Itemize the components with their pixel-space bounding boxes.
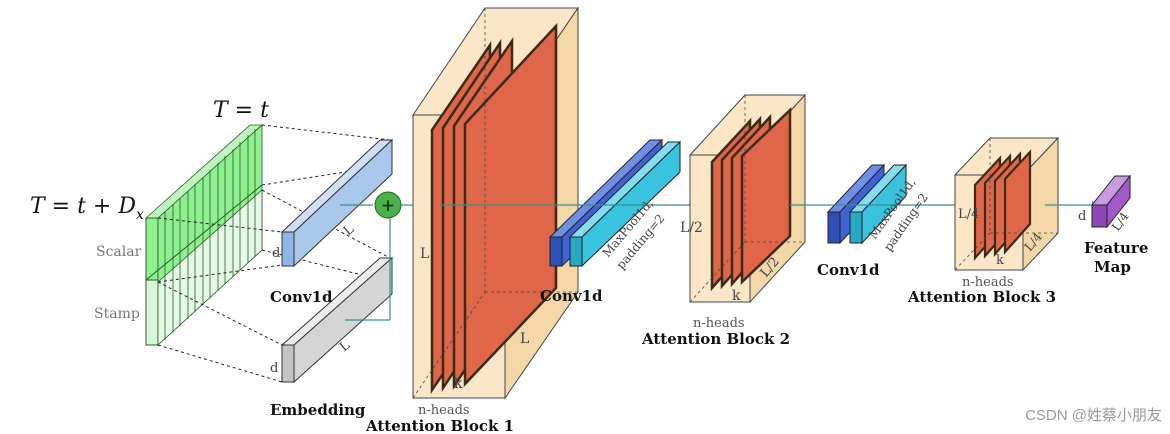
sum-node bbox=[374, 191, 402, 219]
conv1d-input-block bbox=[280, 138, 394, 268]
dim-L2-block2: L/2 bbox=[680, 220, 703, 236]
watermark: CSDN @姓蔡小朋友 bbox=[1025, 407, 1162, 424]
dim-L-conv1d: L bbox=[341, 222, 358, 239]
dim-L-block1: L bbox=[420, 246, 429, 262]
dim-k-block2: k bbox=[732, 288, 741, 304]
dim-k-block1: k bbox=[454, 376, 463, 392]
feature-map-label-line1: Feature bbox=[1084, 239, 1148, 257]
attention-block-2-label: Attention Block 2 bbox=[641, 330, 790, 348]
dim-L-block1-depth: L bbox=[520, 331, 529, 347]
n-heads-block2: n-heads bbox=[693, 316, 745, 331]
conv1d-block2-label: Conv1d bbox=[540, 287, 603, 305]
dim-L4-block3: L/4 bbox=[958, 207, 979, 222]
sum-plus-symbol: + bbox=[381, 196, 395, 216]
input-tensor bbox=[144, 124, 264, 346]
dim-L-embedding: L bbox=[337, 338, 354, 355]
dim-d-conv1d: d bbox=[272, 246, 280, 261]
stamp-label: Stamp bbox=[94, 306, 140, 322]
maxpool-block-2 bbox=[848, 163, 908, 245]
n-heads-block3: n-heads bbox=[962, 275, 1014, 290]
embedding-block bbox=[280, 256, 394, 384]
scalar-label: Scalar bbox=[96, 244, 142, 260]
dim-k-block3: k bbox=[996, 253, 1004, 268]
attention-block-1-label: Attention Block 1 bbox=[365, 417, 514, 434]
conv1d-input-label: Conv1d bbox=[270, 288, 333, 306]
time-side-label: T = t + Dx bbox=[30, 194, 144, 223]
time-top-label: T = t bbox=[213, 98, 269, 123]
dim-d-embedding: d bbox=[270, 361, 278, 376]
maxpool-block-1 bbox=[568, 140, 682, 268]
attention-block-2: k L/2 bbox=[688, 93, 807, 304]
attention-block-3: k L/4 bbox=[953, 136, 1060, 272]
conv1d-block3-label: Conv1d bbox=[817, 261, 880, 279]
feature-map-label-line2: Map bbox=[1094, 258, 1131, 276]
embedding-label: Embedding bbox=[270, 401, 366, 419]
attention-block-3-label: Attention Block 3 bbox=[907, 288, 1056, 306]
dim-d-feature: d bbox=[1078, 209, 1086, 224]
n-heads-block1: n-heads bbox=[418, 403, 470, 418]
time-side-subscript: x bbox=[136, 207, 144, 223]
feature-map-block bbox=[1090, 174, 1132, 229]
attention-block-1: L L k bbox=[412, 6, 579, 400]
